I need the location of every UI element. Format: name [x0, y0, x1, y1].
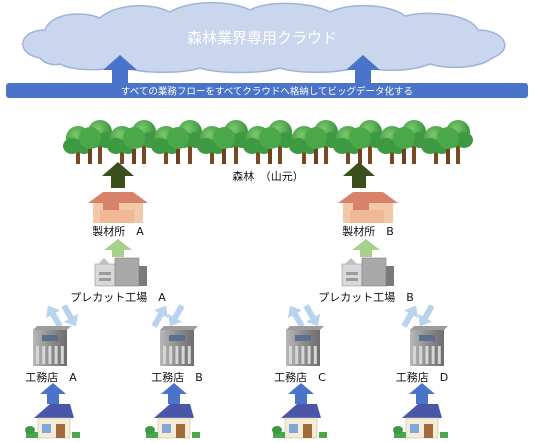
contractor-d-office-icon	[410, 326, 448, 366]
cloud-shape	[22, 2, 506, 74]
forest-label: 森林 （山元）	[232, 169, 304, 183]
house-d-icon	[393, 404, 448, 439]
precut-factory-b-label: プレカット工場 B	[318, 291, 414, 304]
contractor-a-label: 工務店 A	[25, 370, 77, 384]
arrow-factory-b-to-sawmill-b	[352, 239, 380, 257]
arrows-factory-a-contractor-a	[46, 304, 78, 328]
tree-icon	[213, 127, 235, 164]
precut-factory-a-icon	[94, 257, 147, 287]
tree-icon	[79, 127, 101, 164]
sawmill-a-label: 製材所 A	[92, 224, 144, 238]
sawmill-a: 製材所 A	[88, 192, 148, 238]
tree-icon	[259, 127, 281, 164]
cloud-title: 森林業界専用クラウド	[187, 29, 337, 47]
precut-factory-a-label: プレカット工場 A	[70, 291, 166, 304]
cloud: 森林業界専用クラウド	[22, 2, 506, 74]
contractor-a-office-icon	[33, 326, 71, 366]
arrows-factory-b-contractor-c	[288, 304, 320, 328]
arrow-sawmill-b-to-forest	[343, 162, 375, 188]
precut-factory-a: プレカット工場 A	[70, 257, 166, 304]
house-b-icon	[145, 404, 200, 439]
arrow-house-d-to-contractor-d	[409, 383, 435, 404]
arrow-house-c-to-contractor-c	[288, 383, 314, 404]
tree-icon	[167, 127, 189, 164]
contractor-c-label: 工務店 C	[274, 370, 326, 384]
contractor-b-label: 工務店 B	[151, 370, 203, 384]
precut-factory-b-icon	[341, 257, 394, 287]
sawmill-b: 製材所 B	[338, 192, 398, 238]
tree-icon	[437, 127, 459, 164]
contractor-offices	[33, 326, 448, 366]
house-c-icon	[272, 404, 327, 439]
sawmill-b-label: 製材所 B	[342, 224, 394, 238]
contractor-c-office-icon	[286, 326, 324, 366]
contractor-d-label: 工務店 D	[396, 370, 448, 384]
precut-factory-b: プレカット工場 B	[318, 257, 414, 304]
arrow-up-to-cloud-left	[103, 55, 137, 84]
sawmill-b-building-icon	[338, 192, 398, 223]
banner-bar	[6, 83, 528, 98]
arrow-factory-a-to-sawmill-a	[104, 239, 132, 257]
sawmill-a-building-icon	[88, 192, 148, 223]
arrow-house-a-to-contractor-a	[40, 383, 66, 404]
tree-icon	[123, 127, 145, 164]
arrow-sawmill-a-to-forest	[102, 162, 134, 188]
tree-icon	[393, 127, 415, 164]
arrow-house-b-to-contractor-b	[161, 383, 187, 404]
customer-houses	[25, 404, 448, 439]
forest	[63, 120, 473, 164]
contractor-b-office-icon	[160, 326, 198, 366]
banner-text: すべての業務フローをすべてクラウドへ格納してビッグデータ化する	[121, 86, 413, 98]
tree-icon	[349, 127, 371, 164]
arrows-factory-a-contractor-b	[151, 304, 185, 328]
arrows-factory-b-contractor-d	[401, 304, 435, 328]
tree-icon	[305, 127, 327, 164]
arrow-up-to-cloud-right	[346, 55, 380, 84]
banner: すべての業務フローをすべてクラウドへ格納してビッグデータ化する	[6, 83, 528, 98]
house-a-icon	[25, 404, 80, 439]
